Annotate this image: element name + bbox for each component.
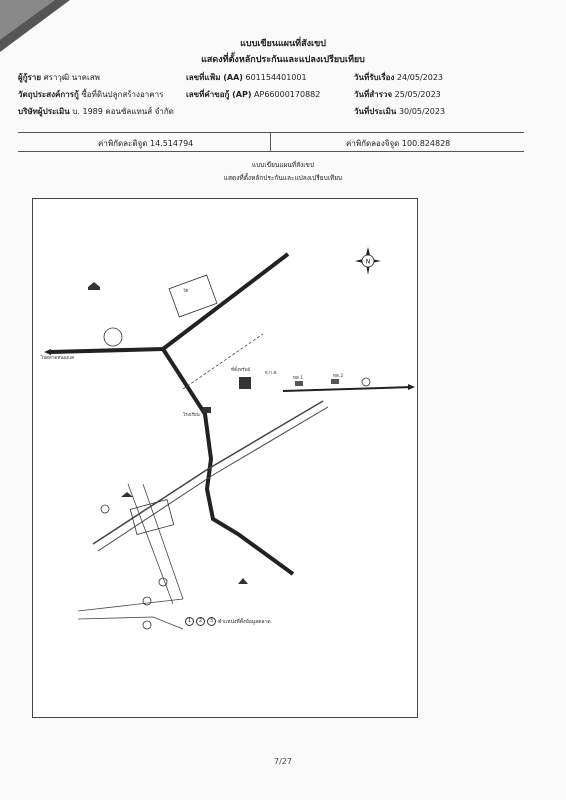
appraiser-row: บริษัทผู้ประเมิน บ. 1989 คอนซัลแทนส์ จำก…: [18, 105, 174, 118]
survey-value: 25/05/2023: [394, 90, 441, 99]
file-no-value: 601154401001: [245, 73, 307, 82]
road-main-west: [50, 347, 164, 354]
map-label-comp2: ทด.2: [333, 374, 344, 379]
map-legend: 1 2 3 ตำแหน่งที่ตั้งข้อมูลตลาด: [185, 617, 271, 626]
latitude-label: ค่าพิกัดละติจูด: [98, 139, 148, 148]
map-label-school: โรงเรียน: [183, 413, 200, 418]
map-label-bank: ธ.ก.ส.: [265, 371, 278, 376]
survey-label: วันที่สำรวจ: [354, 90, 393, 99]
page-number: 7/27: [274, 757, 292, 766]
point-circle-2: [100, 504, 110, 514]
sketch-map-drawing: [44, 252, 415, 630]
request-no-row: เลขที่คำขอกู้ (AP) AP66000170882: [186, 88, 320, 101]
road-east: [282, 386, 414, 392]
request-no-value: AP66000170882: [254, 90, 321, 99]
point-circle-3: [361, 377, 371, 387]
arrow-east-icon: [408, 384, 415, 390]
request-no-label: เลขที่คำขอกู้ (AP): [186, 90, 252, 99]
received-label: วันที่รับเรื่อง: [354, 73, 395, 82]
map-subtitle: แสดงที่ตั้งหลักประกันและแปลงเปรียบเทียบ: [223, 174, 343, 182]
collateral-marker: [239, 377, 251, 389]
longitude: ค่าพิกัดลองจิจูด 100.824828: [346, 137, 450, 150]
longitude-label: ค่าพิกัดลองจิจูด: [346, 139, 400, 148]
road-canal-2: [77, 616, 184, 630]
legend-number-1: 1: [185, 617, 194, 626]
landmark-circle-west: [103, 327, 123, 347]
longitude-value: 100.824828: [401, 139, 451, 148]
document-title: แบบเขียนแผนที่สังเขป: [240, 39, 326, 49]
map-label-park: ไปตลาดหนองแค: [41, 356, 75, 361]
legend-text: ตำแหน่งที่ตั้งข้อมูลตลาด: [218, 618, 271, 625]
borrower-row: ผู้กู้ราย ศราวุฒิ นาคเสพ: [18, 71, 100, 84]
appraisal-row: วันที่ประเมิน 30/05/2023: [354, 105, 445, 118]
purpose-value: ซื้อที่ดินปลูกสร้างอาคาร: [81, 90, 164, 99]
legend-number-2: 2: [196, 617, 205, 626]
map-label-collateral: ที่ตั้งทรัพย์: [231, 368, 251, 373]
sketch-map: N วัด โรงเรียน ไปตลาดหนองแค ธ.ก.ส. ทด.1 …: [32, 198, 418, 718]
legend-number-3: 3: [207, 617, 216, 626]
temple-icon-south: [238, 578, 248, 584]
road-main-north: [161, 252, 290, 351]
scan-corner-mark: [0, 0, 70, 52]
borrower-label: ผู้กู้ราย: [18, 73, 42, 82]
bank-marker: [203, 407, 211, 413]
landmark-circle-south-2: [142, 620, 152, 630]
appraisal-label: วันที่ประเมิน: [354, 107, 397, 116]
survey-row: วันที่สำรวจ 25/05/2023: [354, 88, 441, 101]
landmark-box-south: [129, 499, 175, 535]
file-no-label: เลขที่แฟ้ม (AA): [186, 73, 243, 82]
road-dashed-3: [127, 483, 174, 605]
map-label-comp1: ทด.1: [293, 376, 304, 381]
comp-marker-2: [331, 379, 339, 384]
purpose-row: วัตถุประสงค์การกู้ ซื้อที่ดินปลูกสร้างอา…: [18, 88, 163, 101]
latitude: ค่าพิกัดละติจูด 14.514794: [98, 137, 193, 150]
appraisal-value: 30/05/2023: [398, 107, 446, 116]
borrower-value: ศราวุฒิ นาคเสพ: [43, 73, 100, 82]
received-value: 24/05/2023: [396, 73, 444, 82]
compass-rose-icon: N: [355, 247, 381, 275]
road-diagonal-2: [97, 406, 329, 552]
road-main-south: [161, 347, 295, 576]
latitude-value: 14.514794: [149, 139, 194, 148]
file-no-row: เลขที่แฟ้ม (AA) 601154401001: [186, 71, 307, 84]
received-row: วันที่รับเรื่อง 24/05/2023: [354, 71, 443, 84]
road-dashed-1: [182, 333, 264, 390]
document-subtitle: แสดงที่ตั้งหลักประกันและแปลงเปรียบเทียบ: [201, 55, 365, 65]
map-title: แบบเขียนแผนที่สังเขป: [251, 161, 315, 169]
appraiser-label: บริษัทผู้ประเมิน: [18, 107, 70, 116]
map-label-temple: วัด: [183, 289, 189, 294]
appraiser-value: บ. 1989 คอนซัลแทนส์ จำกัด: [72, 107, 174, 116]
road-canal: [77, 598, 184, 612]
landmark-box-north: [168, 274, 218, 318]
coordinates-box: ค่าพิกัดละติจูด 14.514794 ค่าพิกัดลองจิจ…: [18, 132, 524, 152]
purpose-label: วัตถุประสงค์การกู้: [18, 90, 79, 99]
coordinates-divider: [270, 133, 271, 151]
svg-text:N: N: [366, 259, 371, 266]
temple-icon-north: [88, 282, 100, 290]
arrow-west-icon: [44, 349, 51, 355]
road-diagonal: [92, 400, 324, 545]
comp-marker-1: [295, 381, 303, 386]
road-dashed-2: [142, 483, 184, 600]
temple-icon-mid: [121, 492, 133, 497]
point-circle-1: [158, 577, 168, 587]
landmark-circle-south-1: [142, 596, 152, 606]
